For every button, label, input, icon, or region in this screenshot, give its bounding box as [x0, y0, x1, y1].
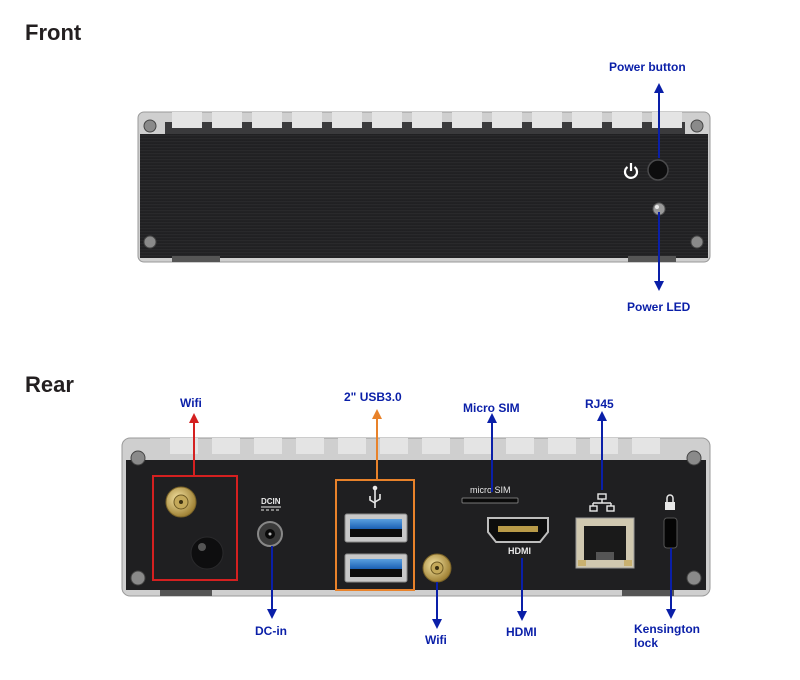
kensington-label-line1: Kensington [634, 622, 700, 636]
wifi-left-label: Wifi [180, 396, 202, 410]
rj45-label: RJ45 [585, 397, 614, 411]
usb-highlight-box [335, 479, 415, 591]
micro-sim-slot [461, 497, 519, 504]
network-icon [589, 493, 615, 512]
hdmi-panel-text: HDMI [508, 546, 531, 556]
usb-label: 2" USB3.0 [344, 390, 402, 404]
kensington-slot [663, 517, 678, 549]
dc-in-port [257, 521, 283, 547]
power-icon [623, 163, 639, 179]
antenna-cap [190, 536, 224, 570]
power-button-label: Power button [609, 60, 686, 74]
lock-icon [665, 494, 675, 510]
rear-section-title: Rear [25, 372, 74, 397]
power-button[interactable] [647, 159, 669, 181]
hdmi-label: HDMI [506, 625, 537, 639]
usb-port-1 [344, 513, 408, 543]
hdmi-port [487, 517, 549, 543]
front-panel [137, 111, 711, 263]
dcin-panel-text: DCIN [261, 497, 281, 506]
power-led-label: Power LED [627, 300, 691, 314]
rear-panel [121, 437, 711, 597]
wifi-bottom-label: Wifi [425, 633, 447, 647]
usb-icon [369, 485, 381, 508]
dc-in-label: DC-in [255, 624, 287, 638]
kensington-label-line2: lock [634, 636, 659, 650]
micro-sim-panel-text: micro SIM [470, 485, 511, 495]
wifi-connector-middle [422, 553, 452, 583]
usb-port-2 [344, 553, 408, 583]
rj45-port [575, 517, 635, 569]
wifi-connector-left [165, 486, 197, 518]
front-section-title: Front [25, 20, 82, 45]
micro-sim-label: Micro SIM [463, 401, 520, 415]
